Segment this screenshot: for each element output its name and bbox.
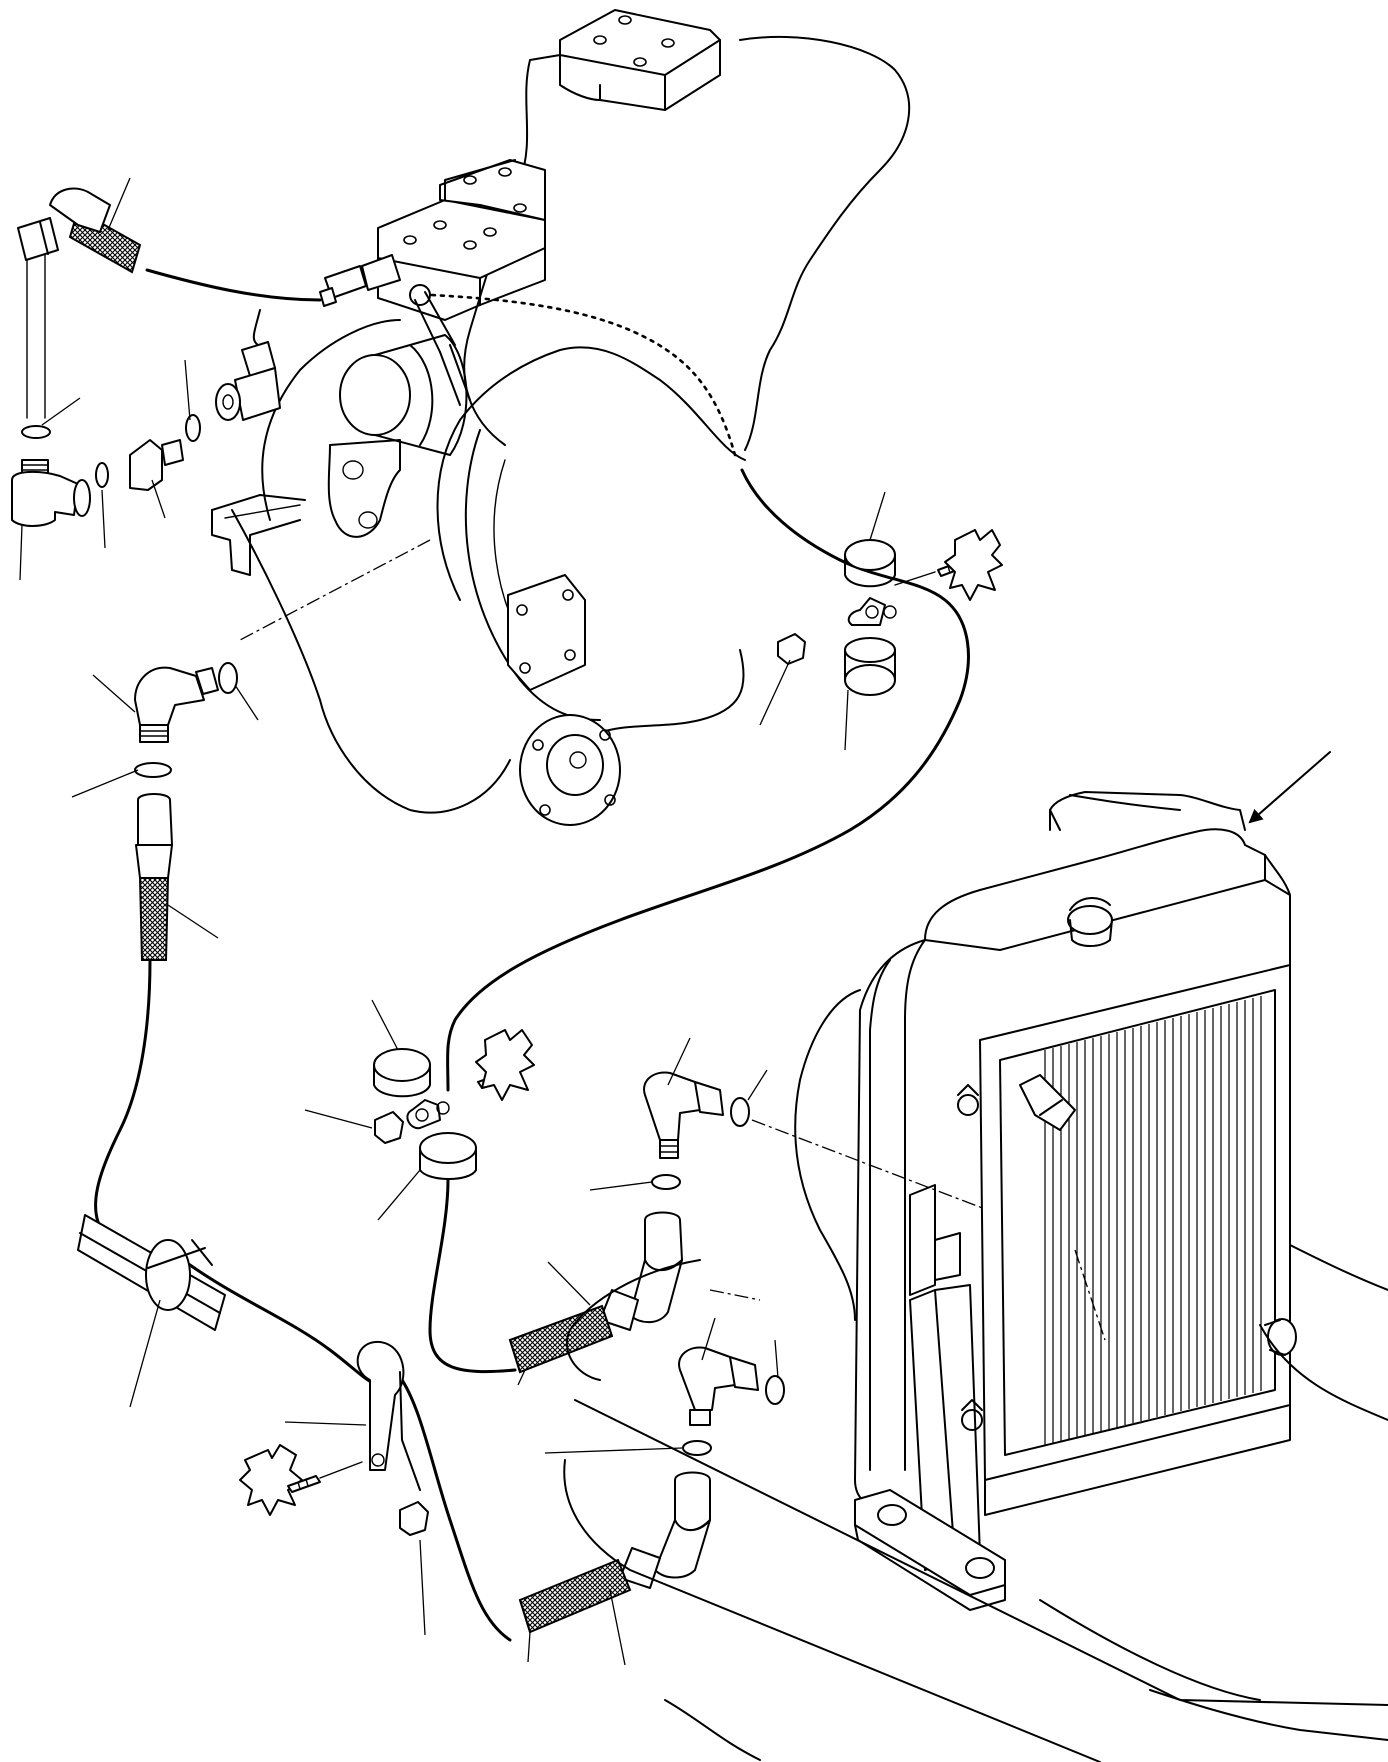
leader-rad-low-o-ring-2 (544, 1447, 683, 1454)
leader-upper-hose (107, 177, 131, 231)
leader-rad-low-o-ring (774, 1339, 779, 1379)
leader-elbow (19, 524, 23, 581)
o-ring-icon (765, 1375, 785, 1405)
nut-icon (399, 1501, 429, 1536)
upper-elbow-fittings (11, 254, 201, 527)
nut-icon (777, 633, 806, 665)
leader-bundle-clamp (129, 1299, 161, 1408)
centerline-rad-body (1074, 1249, 1106, 1341)
o-ring-icon (218, 662, 238, 694)
centerline-rad-lower (709, 1289, 761, 1301)
o-ring-icon (21, 425, 51, 439)
leader-rad-low-elbow (701, 1317, 716, 1361)
radiator-outlet-icon (1267, 1318, 1297, 1356)
leader-mid-elbow (92, 674, 136, 713)
o-ring-icon (185, 414, 201, 442)
elbow-fitting-icon (678, 1346, 736, 1411)
access-plate (507, 574, 586, 691)
upper-clamp-pair (777, 529, 1003, 696)
clamp-icon (145, 1239, 191, 1311)
leader-mid-clamp (371, 999, 399, 1051)
elbow-fitting-icon (11, 470, 79, 527)
elbow-fitting-icon (643, 1071, 701, 1141)
leader-mid-hose (167, 904, 219, 939)
view-arrow-icon (1248, 751, 1331, 824)
o-ring-icon (682, 1440, 712, 1456)
machine-frame (563, 989, 1388, 1762)
o-ring-icon (651, 1174, 681, 1190)
nut-icon (374, 1111, 404, 1144)
radiator-lower-fittings (518, 1346, 785, 1634)
sensor-fitting (215, 309, 281, 421)
clamp-icon (356, 1340, 405, 1471)
o-ring-icon (95, 462, 109, 488)
output-flange (519, 714, 621, 826)
transmission-housing (211, 9, 911, 826)
radiator-inlet-icon (1019, 1074, 1076, 1131)
cable-bundle-clamp (77, 1214, 226, 1331)
radiator-upper-fittings (508, 1071, 750, 1374)
o-ring-icon (134, 762, 172, 778)
leader-mid-clamp-2 (377, 1169, 421, 1221)
leader-lower-nut (419, 1539, 426, 1636)
leader-mid-o-ring-2 (71, 769, 139, 798)
o-ring-icon (730, 1097, 750, 1127)
leader-rad-low-hose (609, 1589, 626, 1666)
middle-elbow-fittings (134, 662, 238, 961)
leader-o-ring-3 (101, 489, 106, 549)
filler-cap-icon (1067, 905, 1113, 935)
leader-rad-hose-end (517, 1369, 526, 1386)
leader-o-ring (41, 397, 81, 426)
radiator (854, 791, 1297, 1611)
control-valve-block (319, 159, 546, 406)
centerline-housing (239, 539, 431, 641)
lower-clamp-assembly (239, 1340, 429, 1536)
leader-rad-hose (547, 1261, 591, 1306)
leader-rad-o-ring (747, 1069, 768, 1101)
upper-hose (17, 187, 322, 302)
leader-mid-nut (304, 1109, 373, 1129)
leader-rad-low-hose-end (527, 1631, 531, 1663)
middle-clamp-pair (373, 1029, 535, 1180)
top-mount-plate (559, 9, 721, 111)
mounting-bracket-icon (239, 1444, 303, 1516)
leader-mid-o-ring (234, 684, 259, 721)
leader-lower-clamp (284, 1421, 367, 1426)
leader-upper-clamp-2 (844, 689, 849, 751)
mounting-bracket-icon (944, 529, 1003, 601)
leader-rad-elbow (667, 1037, 691, 1086)
leader-rad-o-ring-2 (589, 1181, 653, 1191)
leader-upper-clamp (869, 491, 886, 541)
leader-adapter (151, 479, 166, 519)
elbow-fitting-icon (134, 666, 205, 726)
leader-o-ring-2 (184, 359, 191, 421)
mounting-bracket-icon (475, 1029, 535, 1101)
adapter-icon (129, 439, 163, 491)
leader-upper-nut (759, 659, 791, 726)
